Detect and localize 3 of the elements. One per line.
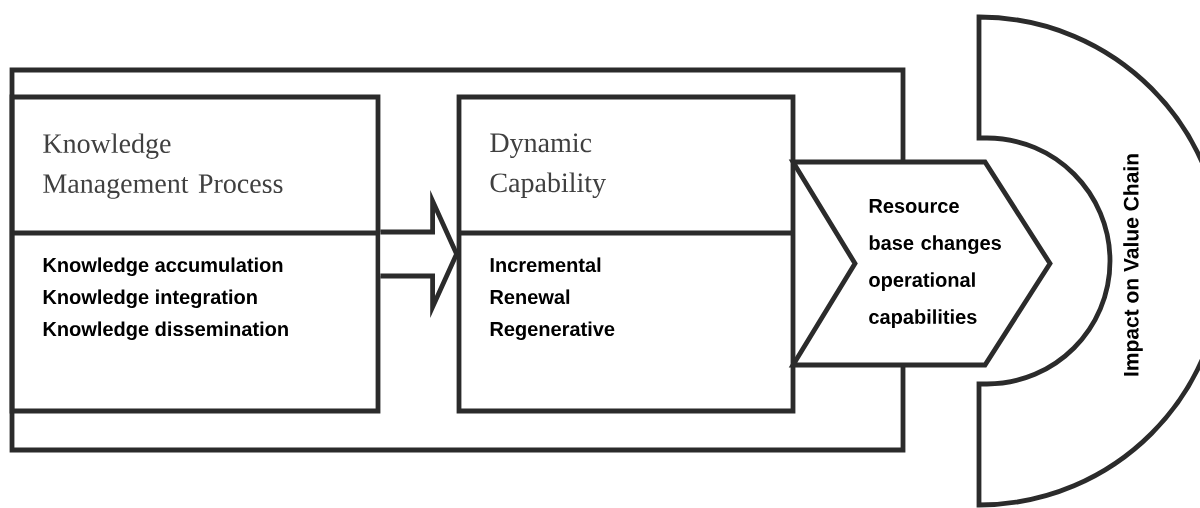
process-box: Dynamic Capability Incremental Renewal Regenerative — [456, 94, 796, 414]
process-box: Knowledge Management Process Knowledge accumulation Knowledge integration Knowledge dissemination — [9, 94, 381, 414]
block-arrow — [378, 189, 460, 319]
